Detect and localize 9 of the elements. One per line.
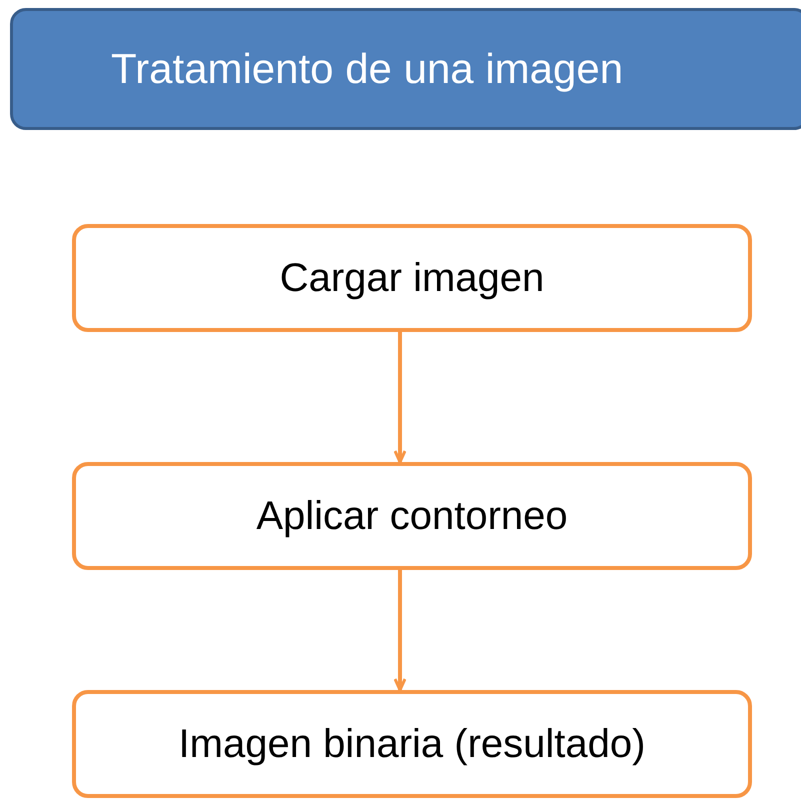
box-label: Aplicar contorneo — [256, 494, 568, 538]
process-box — [72, 462, 752, 570]
box-label: Cargar imagen — [280, 256, 544, 300]
title-banner: Tratamiento de una imagen — [10, 8, 801, 130]
process-box — [72, 224, 752, 332]
box-label: Imagen binaria (resultado) — [178, 722, 646, 766]
arrow — [394, 332, 406, 464]
arrow — [394, 570, 406, 692]
process-box — [72, 690, 752, 798]
